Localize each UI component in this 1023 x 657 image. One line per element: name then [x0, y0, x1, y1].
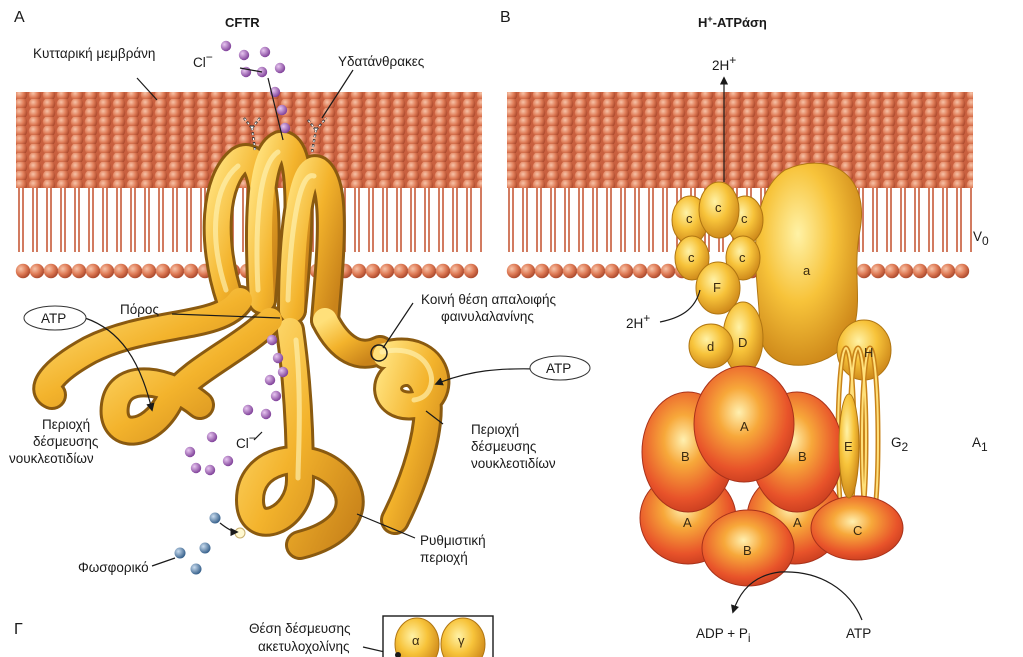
nbd-left-line3: νουκλεοτιδίων [9, 451, 94, 466]
regulatory-label-line2: περιοχή [420, 550, 468, 565]
atp-label-b: ATP [846, 626, 871, 641]
subunit-B-right: B [798, 449, 807, 464]
regulatory-label-line1: Ρυθμιστική [420, 533, 486, 548]
proton-top-label: 2H+ [712, 53, 736, 73]
atpase-title: H+-ATPάση [698, 14, 767, 30]
subunit-c-3: c [741, 211, 748, 226]
nbd-left-line2: δέσμευσης [33, 434, 99, 449]
panel-a-letter: A [14, 9, 25, 26]
atp-right-label: ATP [546, 361, 571, 376]
g2-label: G2 [891, 435, 909, 454]
ach-site-line1: Θέση δέσμευσης [249, 621, 351, 636]
adp-pi-label: ADP + Pi [696, 626, 751, 645]
pore-label: Πόρος [120, 302, 159, 317]
subunit-H: H [864, 345, 873, 360]
nbd-left-line1: Περιοχή [42, 417, 90, 432]
subunit-B-bottom: B [743, 543, 752, 558]
phosphate-label: Φωσφορικό [78, 560, 149, 575]
phe-site-label-line2: φαινυλαλανίνης [441, 309, 534, 324]
subunit-c-4: c [688, 250, 695, 265]
nbd-right-line3: νουκλεοτιδίων [471, 456, 556, 471]
subunit-D: D [738, 335, 747, 350]
ach-site-line2: ακετυλοχολίνης [258, 639, 350, 654]
subunit-A-top: A [740, 419, 749, 434]
subunit-A-left: A [683, 515, 692, 530]
subunit-c-2: c [715, 200, 722, 215]
subunit-c-5: c [739, 250, 746, 265]
nbd-right-line1: Περιοχή [471, 422, 519, 437]
subunit-A-right: A [793, 515, 802, 530]
phe-site-label-line1: Κοινή θέση απαλοιφής [421, 292, 557, 307]
subunit-a: a [803, 263, 811, 278]
nbd-right-line2: δέσμευσης [471, 439, 537, 454]
v0-label: V0 [973, 229, 989, 248]
panel-c-partial: Γ Θέση δέσμευσης ακετυλοχολίνης α γ [14, 616, 493, 657]
chloride-bottom-label: Cl− [236, 431, 256, 451]
panel-c-letter: Γ [14, 621, 23, 638]
cell-membrane-label: Κυτταρική μεμβράνη [33, 46, 155, 61]
subunit-d: d [707, 339, 714, 354]
subunit-alpha: α [412, 633, 420, 648]
subunit-C: C [853, 523, 862, 538]
a1-label: A1 [972, 435, 988, 454]
atp-left-label: ATP [41, 311, 66, 326]
phosphate-groups [175, 513, 221, 575]
phosphate-bound-site [235, 528, 245, 538]
subunit-f: F [713, 280, 721, 295]
subunit-gamma: γ [458, 633, 465, 648]
panel-a-cftr: A CFTR Κυτταρική μεμβράνη Cl− Υδατάνθρακ… [9, 9, 590, 575]
chloride-top-label: Cl− [193, 50, 213, 70]
subunit-c-1: c [686, 211, 693, 226]
cftr-title: CFTR [225, 15, 260, 30]
carbohydrates-label: Υδατάνθρακες [338, 54, 425, 69]
proton-side-label: 2H+ [626, 311, 650, 331]
subunit-B-left: B [681, 449, 690, 464]
panel-b-letter: B [500, 9, 511, 26]
subunit-E: E [844, 439, 853, 454]
panel-b-atpase: c c c c c F d D a H E C A B B A A B B H+… [500, 9, 989, 645]
